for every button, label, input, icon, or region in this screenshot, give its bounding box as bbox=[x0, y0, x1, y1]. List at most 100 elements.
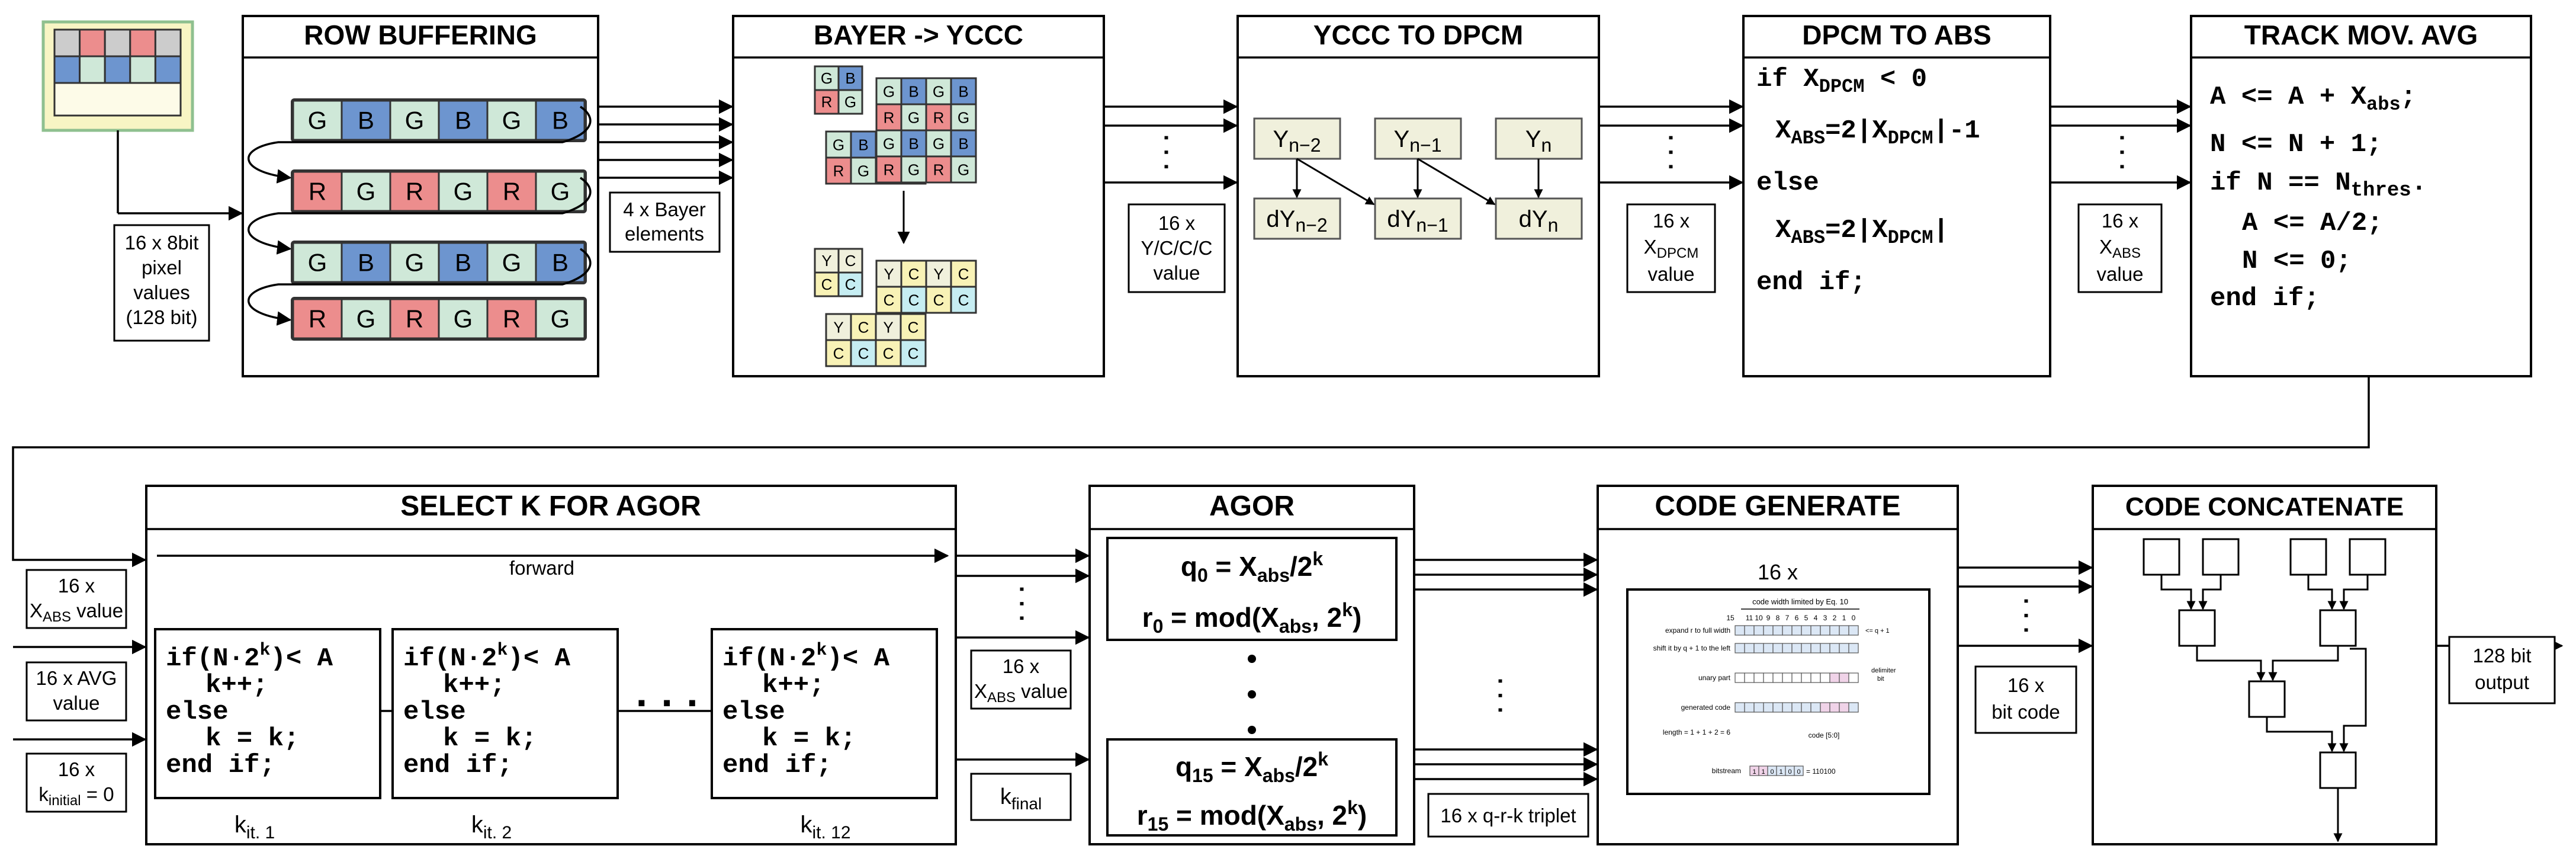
svg-text:C: C bbox=[883, 345, 894, 363]
svg-text:code width limited by Eq. 10: code width limited by Eq. 10 bbox=[1752, 597, 1848, 606]
svg-text:XABS value: XABS value bbox=[30, 600, 123, 625]
ycc-cell: C bbox=[825, 339, 852, 367]
label-output: 128 bit output bbox=[2448, 636, 2556, 704]
svg-text:G: G bbox=[908, 109, 920, 127]
svg-text:shift it by q + 1 to the left: shift it by q + 1 to the left bbox=[1653, 644, 1731, 652]
svg-text:· · ·: · · · bbox=[1008, 586, 1035, 623]
ycc-cell: C bbox=[900, 313, 927, 341]
svg-text:length = 1 + 1 + 2 = 6: length = 1 + 1 + 2 = 6 bbox=[1663, 728, 1730, 736]
bayer-cell: G bbox=[950, 103, 977, 132]
svg-text:6: 6 bbox=[1795, 614, 1799, 622]
agor-q15: q15 = Xabs/2k bbox=[1175, 748, 1328, 786]
label-xdpcm-value: 16 x XDPCM value bbox=[1626, 203, 1716, 293]
bayer-cell: G bbox=[814, 65, 840, 91]
svg-text:1: 1 bbox=[1779, 768, 1782, 776]
label-xabs-value: 16 x XABS value bbox=[2077, 203, 2163, 293]
bayer-cell: B bbox=[535, 242, 586, 283]
ycc-cell: Y bbox=[814, 248, 840, 274]
svg-text:C: C bbox=[908, 265, 920, 283]
svg-text:Yn−2: Yn−2 bbox=[1273, 126, 1321, 156]
svg-text:B: B bbox=[358, 249, 374, 277]
svg-text:C: C bbox=[908, 319, 919, 337]
svg-text:16 x 8bit: 16 x 8bit bbox=[125, 232, 199, 254]
svg-text:8: 8 bbox=[1776, 614, 1780, 622]
bayer-cell: R bbox=[814, 89, 840, 115]
bayer-cell: G bbox=[486, 242, 537, 283]
svg-text:Y: Y bbox=[821, 252, 831, 270]
k-it12-label: kit. 12 bbox=[800, 812, 850, 842]
bayer-cell: G bbox=[875, 129, 902, 158]
stage-title-select-k: SELECT K FOR AGOR bbox=[400, 491, 701, 522]
label-yccc-value: 16 x Y/C/C/C value bbox=[1128, 203, 1226, 293]
bayer-cell: G bbox=[438, 298, 489, 339]
svg-text:if(N·2k)< A: if(N·2k)< A bbox=[403, 640, 571, 674]
bayer-cell: G bbox=[850, 156, 877, 185]
left-inputs: 16 x XABS value 16 x AVG value 16 x kini… bbox=[13, 569, 147, 813]
svg-text:R: R bbox=[833, 162, 844, 180]
svg-text:XABS value: XABS value bbox=[974, 680, 1068, 706]
svg-text:C: C bbox=[908, 291, 920, 309]
stage-title-row-buffering: ROW BUFFERING bbox=[304, 20, 537, 50]
arrows-ycc-to-abs: · · · bbox=[1599, 99, 1744, 190]
svg-text:16 x: 16 x bbox=[58, 758, 95, 780]
ycc-cell: C bbox=[850, 339, 877, 367]
arrows-codegen-to-concat: · · · bbox=[1958, 560, 2093, 653]
svg-text:G: G bbox=[933, 83, 945, 101]
svg-text:if XDPCM < 0: if XDPCM < 0 bbox=[1756, 65, 1927, 98]
svg-text:16 x: 16 x bbox=[2102, 210, 2139, 232]
svg-text:11: 11 bbox=[1746, 614, 1753, 622]
svg-text:128 bit: 128 bit bbox=[2472, 645, 2531, 667]
svg-text:7: 7 bbox=[1785, 614, 1790, 622]
svg-text:value: value bbox=[53, 692, 100, 714]
svg-text:G: G bbox=[551, 305, 570, 333]
svg-text:R: R bbox=[884, 109, 895, 127]
stage-title-agor: AGOR bbox=[1209, 491, 1295, 522]
svg-text:XABS=2|XDPCM|: XABS=2|XDPCM| bbox=[1775, 216, 1949, 249]
bayer-cell: B bbox=[341, 100, 391, 141]
svg-text:1: 1 bbox=[1842, 614, 1846, 622]
svg-text:· · ·: · · · bbox=[636, 680, 701, 726]
ycc-cell: C bbox=[850, 313, 877, 341]
svg-text:bit code: bit code bbox=[1992, 701, 2060, 723]
agor-r0: r0 = mod(Xabs, 2k) bbox=[1142, 599, 1362, 637]
svg-text:R: R bbox=[503, 305, 521, 333]
svg-text:· · ·: · · · bbox=[2013, 598, 2039, 635]
svg-text:0: 0 bbox=[1788, 768, 1791, 776]
arrows-selk-to-agor: · · · bbox=[956, 548, 1090, 767]
bayer-cell: B bbox=[341, 242, 391, 283]
arrows-abs-to-avg: · · · bbox=[2050, 99, 2192, 190]
svg-text:0: 0 bbox=[1770, 768, 1774, 776]
bayer-cell: G bbox=[389, 242, 440, 283]
bayer-cell: G bbox=[900, 155, 927, 184]
bayer-cell: B bbox=[950, 129, 977, 158]
svg-text:<= q + 1: <= q + 1 bbox=[1865, 627, 1890, 635]
svg-text:2: 2 bbox=[1833, 614, 1837, 622]
svg-text:16 x: 16 x bbox=[1758, 560, 1798, 584]
svg-text:G: G bbox=[308, 249, 327, 277]
label-input: 16 x 8bit pixel values (128 bit) bbox=[113, 224, 210, 342]
bayer-cell: G bbox=[535, 298, 586, 339]
svg-text:R: R bbox=[503, 178, 521, 206]
stage-yccc-to-dpcm: YCCC TO DPCM Yn−2 Yn−1 Yn dYn−2 dYn−1 dY… bbox=[1236, 15, 1600, 377]
svg-text:end if;: end if; bbox=[2210, 284, 2320, 313]
agor-r15: r15 = mod(Xabs, 2k) bbox=[1137, 797, 1367, 835]
svg-text:16 x: 16 x bbox=[2008, 674, 2045, 696]
label-bit-code: 16 x bit code bbox=[1974, 665, 2077, 734]
svg-text:if(N·2k)< A: if(N·2k)< A bbox=[166, 640, 333, 674]
ycc-cell: C bbox=[875, 339, 902, 367]
svg-text:Y: Y bbox=[933, 265, 943, 283]
input-pixel-block bbox=[41, 20, 194, 132]
svg-text:k = k;: k = k; bbox=[443, 724, 537, 754]
svg-text:end if;: end if; bbox=[403, 751, 513, 780]
bayer-cell: G bbox=[837, 89, 863, 115]
svg-text:N <= N + 1;: N <= N + 1; bbox=[2210, 130, 2382, 159]
bayer-cell: G bbox=[292, 100, 343, 141]
svg-text:code [5:0]: code [5:0] bbox=[1809, 731, 1840, 739]
agor-q0: q0 = Xabs/2k bbox=[1181, 548, 1324, 586]
bayer-cell: R bbox=[875, 155, 902, 184]
k-it1-label: kit. 1 bbox=[235, 812, 275, 842]
svg-text:C: C bbox=[958, 265, 969, 283]
svg-text:G: G bbox=[958, 109, 969, 127]
